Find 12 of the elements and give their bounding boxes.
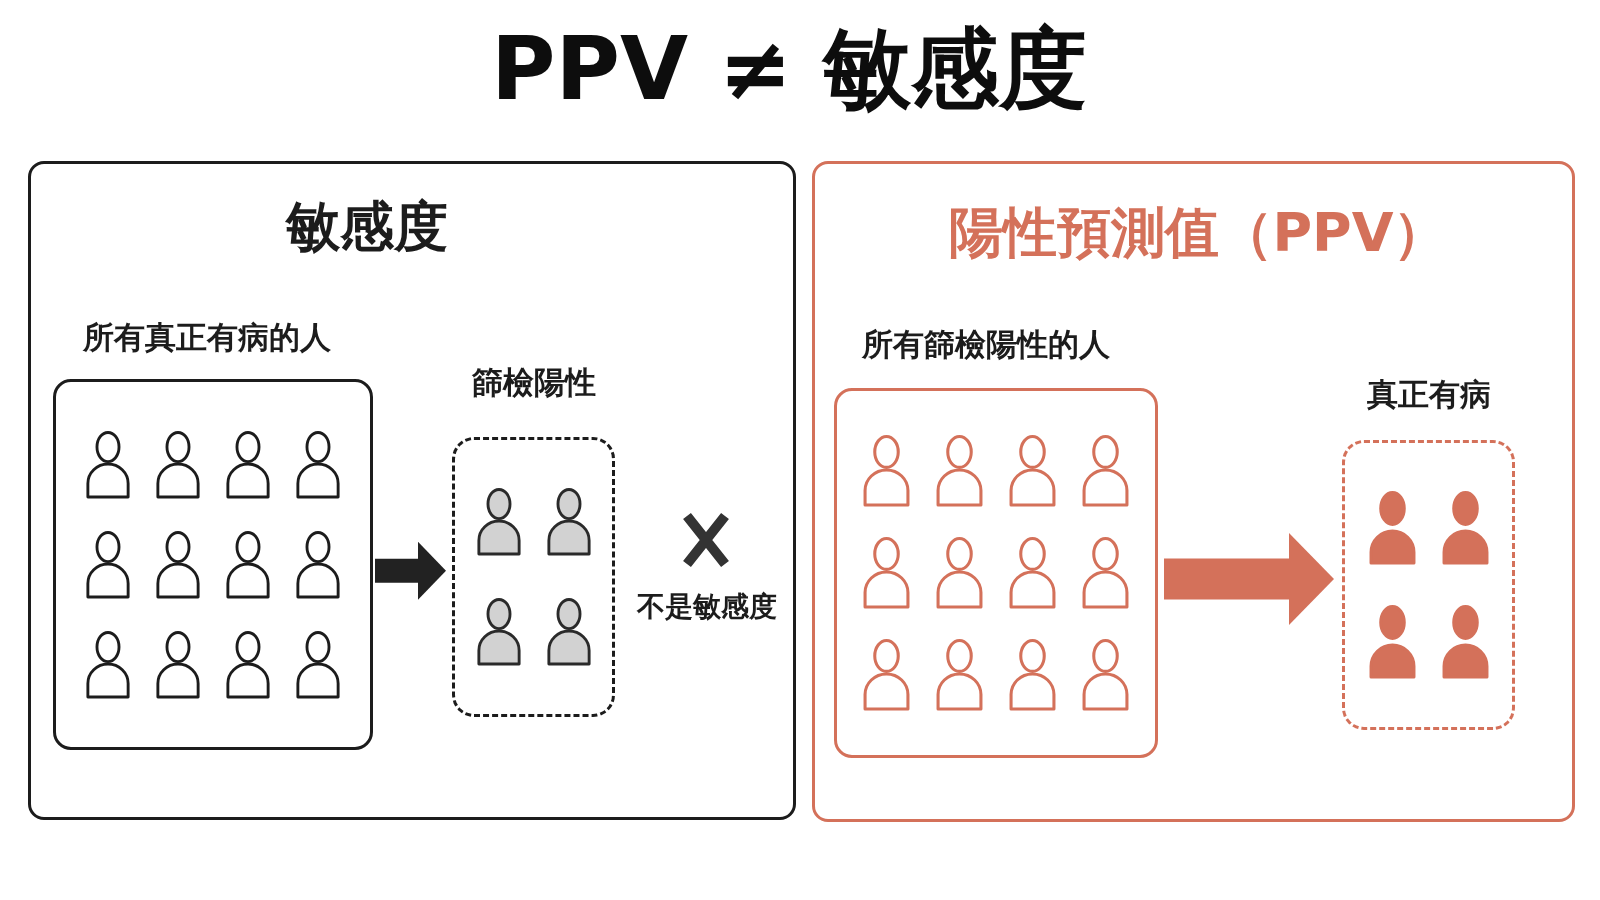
panel-title: 陽性預測值（PPV） xyxy=(948,201,1448,266)
group-heading: 所有真正有病的人 xyxy=(83,319,331,356)
group-heading: 篩檢陽性 xyxy=(471,364,596,401)
group-heading: 真正有病 xyxy=(1366,376,1491,413)
panel-title: 敏感度 xyxy=(286,195,448,260)
page-title: PPV ≠ 敏感度 xyxy=(490,18,1088,120)
note-text: 不是敏感度 xyxy=(637,590,777,624)
group-heading: 所有篩檢陽性的人 xyxy=(862,326,1110,363)
panel xyxy=(812,161,1575,822)
block-arrow xyxy=(375,541,446,600)
panel xyxy=(28,161,796,820)
block-arrow xyxy=(1164,533,1334,625)
